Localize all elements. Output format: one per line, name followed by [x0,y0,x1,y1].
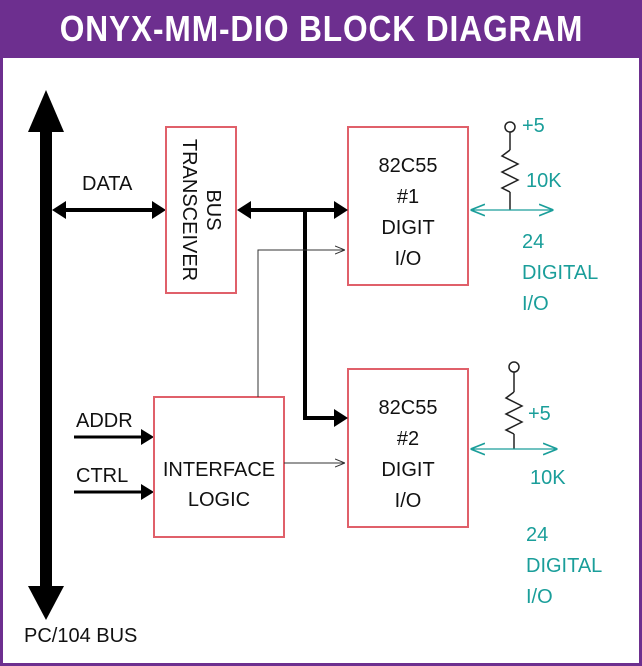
chip2-line3: DIGIT [381,459,434,481]
chip1-line2: #1 [397,186,419,208]
addr-arrow [74,429,154,445]
data-label: DATA [82,173,133,195]
chip2-line2: #2 [397,428,419,450]
io1-label-line2: DIGITAL [522,262,598,284]
ctrl-arrow [74,484,154,500]
io1-resistor: 10K [526,170,562,192]
chip1-line1: 82C55 [379,155,438,177]
internal-data-bus [237,201,348,427]
io1-count: 24 [522,231,544,253]
data-arrow [52,201,166,219]
transceiver-label-line2: TRANSCEIVER [178,139,200,281]
diagram-title: ONYX-MM-DIO BLOCK DIAGRAM [59,8,583,49]
title-bar: ONYX-MM-DIO BLOCK DIAGRAM [0,0,642,58]
chip1-line4: I/O [395,248,422,270]
pc104-bus-arrow [28,90,64,620]
interface-label-line1: INTERFACE [163,459,275,481]
interface-label-line2: LOGIC [188,489,250,511]
control-lines [257,250,344,463]
io1-supply: +5 [522,115,545,137]
ctrl-label: CTRL [76,465,128,487]
bus-label: PC/104 BUS [24,625,137,647]
chip2-box [347,368,469,528]
io2-label-line3: I/O [526,586,553,608]
io1-pullup [500,121,520,210]
transceiver-label-line1: BUS [202,189,224,230]
chip1-line3: DIGIT [381,217,434,239]
addr-label: ADDR [76,410,133,432]
io2-pullup [504,361,524,449]
io2-supply: +5 [528,403,551,425]
io2-resistor: 10K [530,467,566,489]
io2-label-line2: DIGITAL [526,555,602,577]
chip2-line4: I/O [395,490,422,512]
io2-count: 24 [526,524,548,546]
bus-transceiver-box [165,126,237,294]
chip2-line1: 82C55 [379,397,438,419]
chip1-box [347,126,469,286]
io1-label-line3: I/O [522,293,549,315]
interface-logic-box [153,396,285,538]
